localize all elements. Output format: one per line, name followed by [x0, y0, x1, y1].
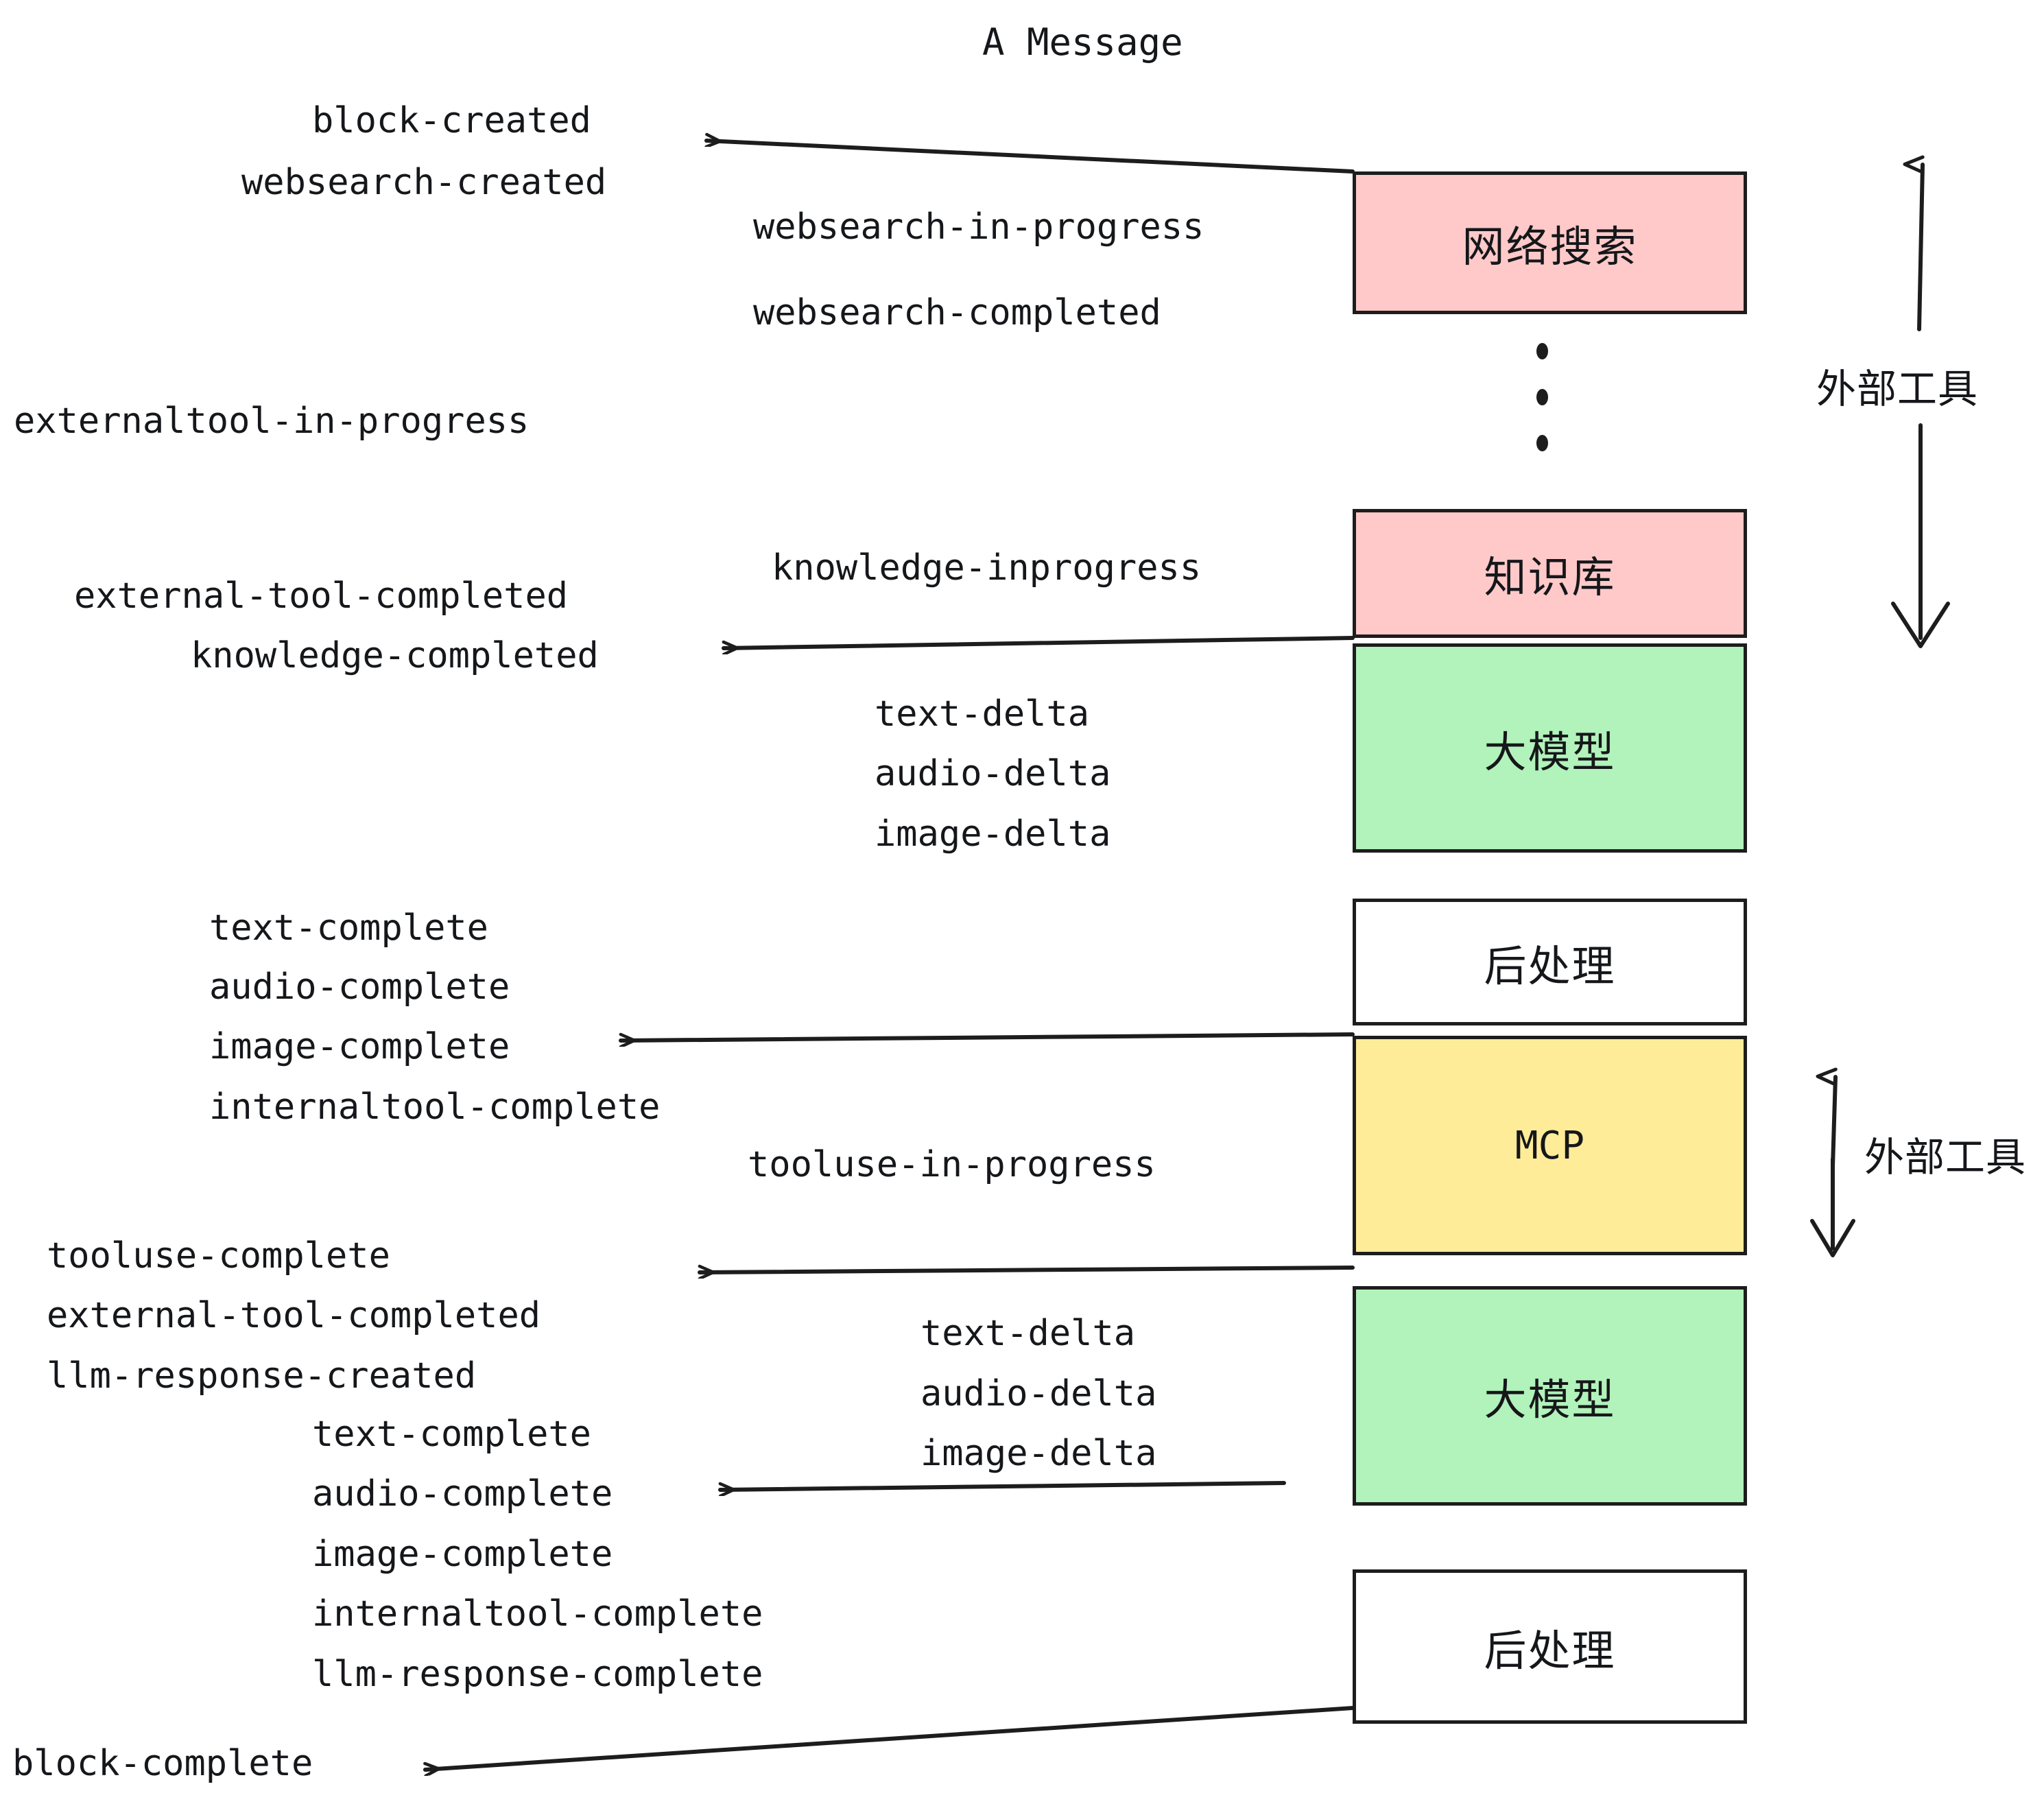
event-label-knowledge-inprogress: knowledge-inprogress	[772, 547, 1202, 589]
node-label-postprocess-2: 后处理	[1484, 1625, 1616, 1676]
event-label-block-created: block-created	[312, 100, 591, 141]
node-label-knowledge: 知识库	[1484, 552, 1616, 602]
event-label-audio-complete-2: audio-complete	[312, 1473, 613, 1515]
side-label-external-tools-bottom: 外部工具	[1864, 1134, 2027, 1180]
event-label-external-tool-completed-2: external-tool-completed	[47, 1295, 541, 1336]
event-label-image-delta-1: image-delta	[875, 814, 1111, 855]
arrow-knowledge-to-knowledge-completed	[722, 636, 1355, 648]
event-label-websearch-completed: websearch-completed	[753, 292, 1161, 333]
vertical-ellipsis	[1535, 343, 1549, 451]
event-label-internaltool-complete-2: internaltool-complete	[312, 1593, 763, 1635]
event-label-image-complete-2: image-complete	[312, 1534, 613, 1575]
arrow-mcp-to-tooluse-complete	[698, 1268, 1355, 1272]
node-label-llm-1: 大模型	[1484, 726, 1616, 777]
node-mcp[interactable]: MCP	[1353, 1036, 1747, 1255]
event-label-websearch-in-progress: websearch-in-progress	[753, 206, 1204, 248]
side-label-external-tools-top: 外部工具	[1816, 366, 1979, 412]
event-label-internaltool-complete-1: internaltool-complete	[209, 1087, 661, 1128]
event-label-tooluse-complete: tooluse-complete	[47, 1235, 390, 1277]
event-label-audio-delta-2: audio-delta	[920, 1373, 1157, 1414]
event-label-text-complete-1: text-complete	[209, 907, 488, 949]
arrow-llm2-to-audio-complete	[718, 1481, 1286, 1490]
arrow-websearch-to-block-created	[704, 141, 1355, 174]
node-postprocess-1[interactable]: 后处理	[1353, 899, 1747, 1025]
event-label-image-complete-1: image-complete	[209, 1026, 510, 1067]
node-postprocess-2[interactable]: 后处理	[1353, 1569, 1747, 1724]
arrow-postprocess2-to-block-complete	[423, 1706, 1355, 1770]
event-label-llm-response-complete: llm-response-complete	[312, 1654, 763, 1695]
node-label-llm-2: 大模型	[1484, 1375, 1616, 1425]
node-llm-2[interactable]: 大模型	[1353, 1286, 1747, 1506]
event-label-llm-response-created: llm-response-created	[47, 1355, 477, 1397]
event-label-websearch-created: websearch-created	[241, 162, 607, 203]
node-llm-1[interactable]: 大模型	[1353, 643, 1747, 853]
event-label-text-delta-2: text-delta	[920, 1313, 1136, 1354]
node-label-mcp: MCP	[1514, 1123, 1585, 1168]
event-label-text-delta-1: text-delta	[875, 693, 1090, 735]
page-title: A Message	[982, 21, 1183, 64]
event-label-audio-complete-1: audio-complete	[209, 966, 510, 1008]
event-label-audio-delta-1: audio-delta	[875, 753, 1111, 794]
event-label-tooluse-in-progress: tooluse-in-progress	[748, 1144, 1156, 1185]
event-label-image-delta-2: image-delta	[920, 1433, 1157, 1474]
node-websearch[interactable]: 网络搜索	[1353, 171, 1747, 314]
event-label-externaltool-in-progress: externaltool-in-progress	[14, 401, 530, 442]
arrow-postprocess1-to-image-complete	[619, 1032, 1355, 1041]
external-tools-bottom-updown-arrow	[1810, 1077, 1855, 1257]
node-label-websearch: 网络搜索	[1462, 222, 1638, 272]
event-label-block-complete: block-complete	[12, 1743, 313, 1784]
node-knowledge[interactable]: 知识库	[1353, 509, 1747, 638]
node-label-postprocess-1: 后处理	[1484, 940, 1616, 991]
event-label-knowledge-completed: knowledge-completed	[191, 635, 599, 676]
event-label-text-complete-2: text-complete	[312, 1414, 591, 1455]
event-label-external-tool-completed-1: external-tool-completed	[74, 575, 569, 617]
